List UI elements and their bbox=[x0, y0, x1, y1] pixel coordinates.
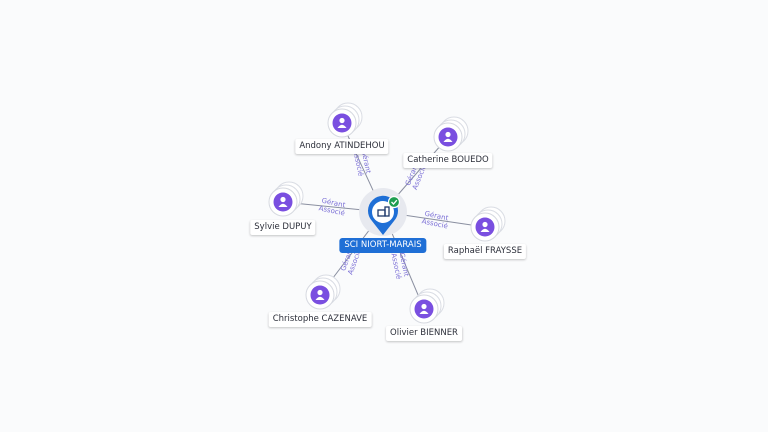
company-node[interactable] bbox=[359, 188, 407, 236]
building-icon bbox=[377, 206, 390, 217]
check-icon bbox=[387, 195, 401, 209]
person-node-andony[interactable] bbox=[327, 102, 363, 138]
person-icon bbox=[337, 117, 347, 128]
person-icon bbox=[443, 131, 453, 142]
person-label-christophe[interactable]: Christophe CAZENAVE bbox=[268, 312, 372, 327]
person-node-catherine[interactable] bbox=[433, 116, 469, 152]
person-label-olivier[interactable]: Olivier BIENNER bbox=[386, 326, 462, 341]
person-node-olivier[interactable] bbox=[409, 288, 445, 324]
person-icon bbox=[315, 289, 325, 300]
person-label-raphael[interactable]: Raphaël FRAYSSE bbox=[443, 244, 527, 259]
person-node-raphael[interactable] bbox=[470, 206, 506, 242]
person-node-christophe[interactable] bbox=[305, 274, 341, 310]
person-icon bbox=[419, 303, 429, 314]
person-icon bbox=[480, 221, 490, 232]
person-label-catherine[interactable]: Catherine BOUEDO bbox=[403, 153, 493, 168]
nodes-layer bbox=[268, 102, 506, 324]
person-icon bbox=[278, 196, 288, 207]
person-label-sylvie[interactable]: Sylvie DUPUY bbox=[250, 220, 316, 235]
person-node-sylvie[interactable] bbox=[268, 181, 304, 217]
company-label[interactable]: SCI NIORT-MARAIS bbox=[339, 238, 427, 253]
person-label-andony[interactable]: Andony ATINDEHOU bbox=[295, 139, 389, 154]
